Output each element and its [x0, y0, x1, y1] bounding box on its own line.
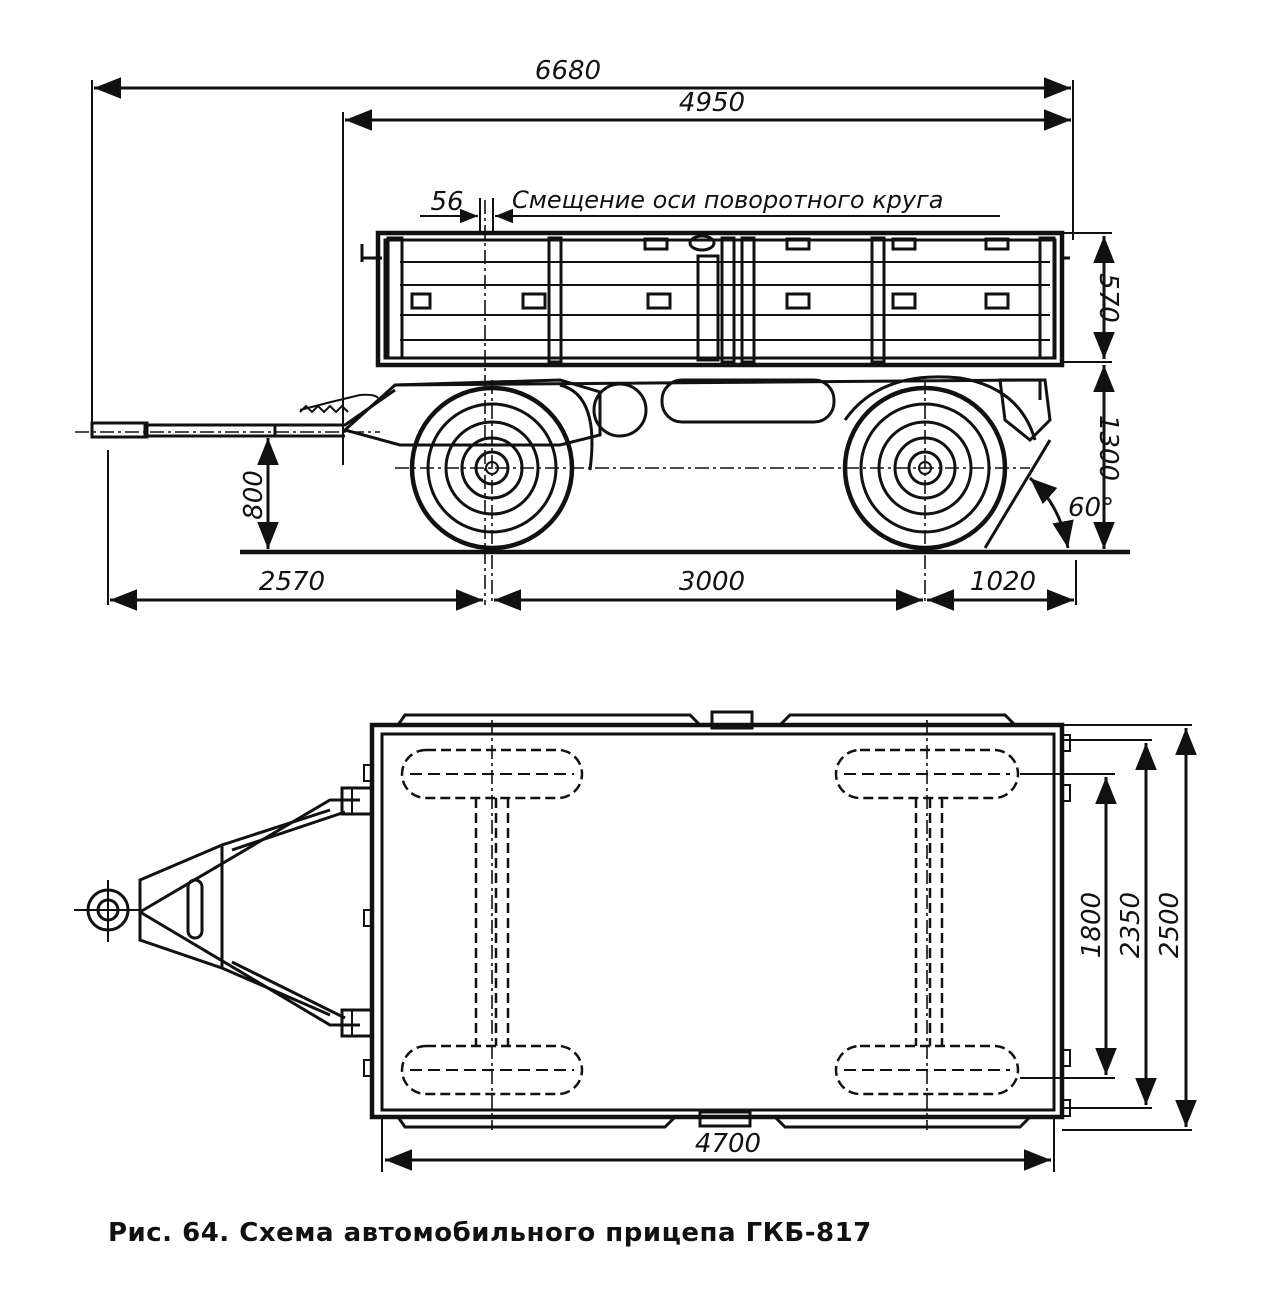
- hidden-wheels: [400, 748, 1020, 1096]
- dim-overall-length: 6680: [535, 56, 601, 86]
- dim-wheel-span: 2350: [1116, 892, 1146, 958]
- side-view: 6680 4950 56 Смещение оси поворотного кр…: [75, 56, 1130, 611]
- dim-wheelbase: 3000: [679, 567, 745, 597]
- platform-lugs: [363, 734, 1071, 1117]
- hitch-eye: [74, 880, 140, 942]
- top-view: 1800 2350 2500 4700: [74, 710, 1197, 1172]
- dim-drawbar-to-axle: 2570: [259, 567, 325, 597]
- bottom-board-front: [396, 1115, 677, 1129]
- figure-title: Схема автомобильного прицепа ГКБ-817: [239, 1218, 872, 1248]
- top-board-rear: [778, 713, 1017, 727]
- body-boards: [400, 261, 1050, 341]
- top-latch: [710, 710, 754, 730]
- dim-overall-width: 2500: [1155, 892, 1185, 958]
- dim-platform-length: 4700: [695, 1129, 761, 1159]
- drawbar: [90, 388, 396, 439]
- bottom-board-rear: [773, 1115, 1032, 1129]
- body-stakes: [386, 236, 1056, 364]
- platform-inner: [380, 732, 1056, 1112]
- dim-body-length: 4950: [679, 88, 745, 118]
- top-board-front: [396, 713, 702, 727]
- hidden-axles: [474, 798, 944, 1046]
- dim-departure-angle: 60°: [1068, 493, 1114, 523]
- dim-track: 1800: [1077, 892, 1107, 958]
- body-lock-plates: [410, 234, 1010, 310]
- departure-angle-line: [983, 439, 1052, 549]
- figure-number: Рис. 64.: [108, 1218, 230, 1248]
- dim-platform-height: 1300: [1093, 415, 1123, 481]
- dim-rear-overhang: 1020: [970, 567, 1036, 597]
- dim-offset: 56: [430, 187, 463, 217]
- dim-side-height: 570: [1093, 273, 1123, 323]
- bottom-latch: [698, 1110, 752, 1128]
- figure-caption: Рис. 64. Схема автомобильного прицепа ГК…: [108, 1218, 872, 1248]
- body-side: [375, 230, 1065, 368]
- chassis: [341, 375, 1052, 471]
- departure-angle-arc: [1028, 476, 1074, 549]
- dim-drawbar-height: 800: [239, 470, 269, 520]
- drawbar-frame: [138, 786, 374, 1038]
- offset-note: Смещение оси поворотного круга: [512, 186, 943, 214]
